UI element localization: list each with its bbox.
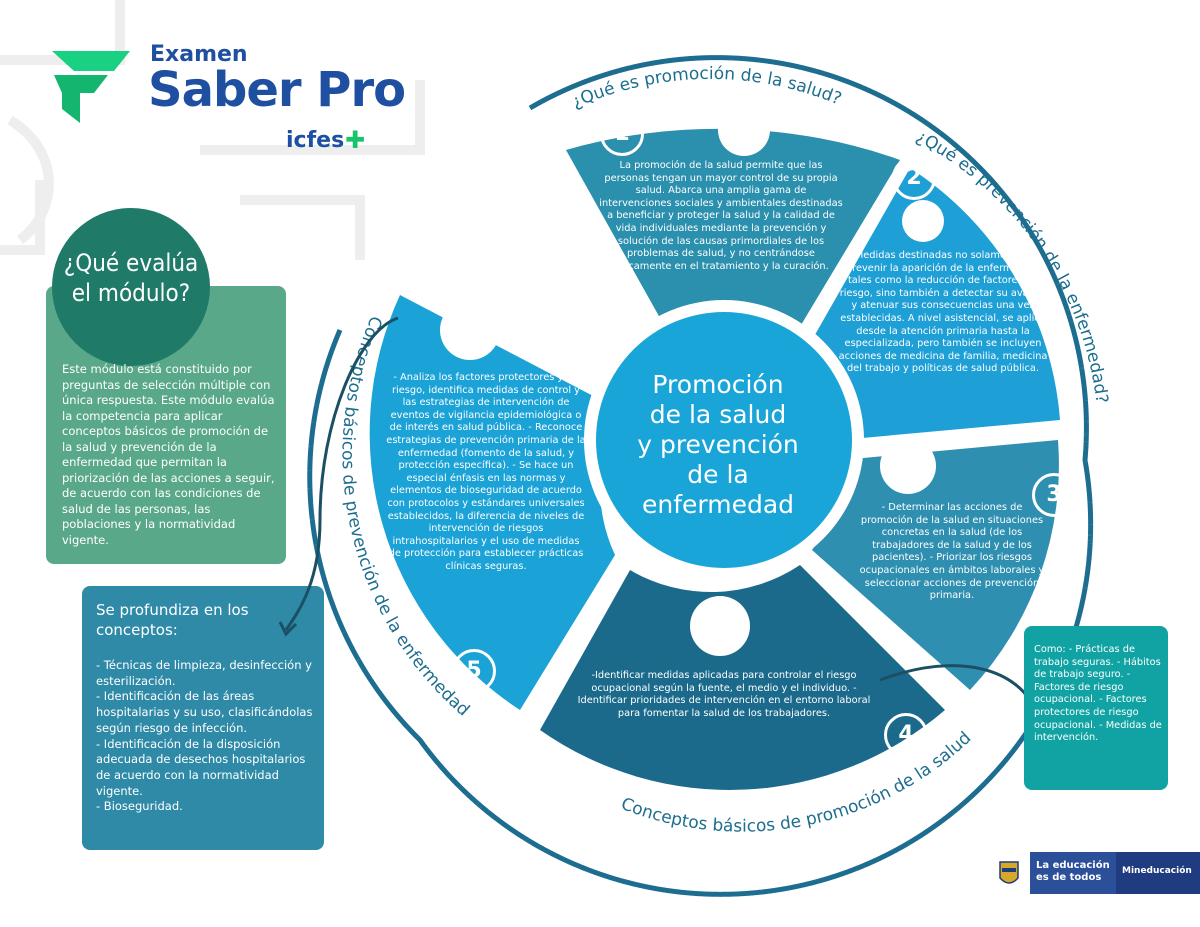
module-title: ¿Qué evalúa el módulo? xyxy=(60,248,202,308)
center-circle xyxy=(596,312,852,568)
segment-2-number: 2 xyxy=(892,156,936,200)
nurse-icon xyxy=(690,596,750,656)
footer-slogan: La educación es de todos xyxy=(1036,860,1110,883)
depth-concepts-title: Se profundiza en los conceptos: xyxy=(96,601,249,639)
center-title-line: de la enfermedad xyxy=(641,460,795,519)
colombia-seal-icon xyxy=(988,852,1030,894)
center-title-line: de la salud xyxy=(649,400,787,429)
segment-4-text: -Identificar medidas aplicadas para cont… xyxy=(577,670,871,719)
logo-icfes-text: icfes xyxy=(286,128,345,153)
list-item: - Bioseguridad. xyxy=(96,799,183,814)
logo-examen-text: Examen xyxy=(150,42,248,67)
segment-4 xyxy=(540,565,945,790)
segment-4-number: 4 xyxy=(884,713,928,757)
hand-washing-icon xyxy=(440,300,500,360)
footer-ministry: Mineducación xyxy=(1122,866,1192,876)
module-description: Este módulo está constituido por pregunt… xyxy=(62,362,275,547)
center-title-line: y prevención xyxy=(637,430,799,459)
occupational-callout xyxy=(1024,626,1168,790)
segment-5 xyxy=(369,295,620,710)
footer-slogan-box xyxy=(1030,852,1116,894)
list-item: - Identificación de la disposición adecu… xyxy=(96,736,306,798)
segment-2 xyxy=(812,168,1060,440)
hospital-bed-icon xyxy=(880,438,936,494)
segment-5-number: 5 xyxy=(452,649,496,693)
virus-icon xyxy=(902,200,944,242)
segment-1-number: 1 xyxy=(600,112,644,156)
saber-pro-logo-icon xyxy=(52,51,130,123)
module-title-badge xyxy=(52,208,210,366)
center-title-line: Promoción xyxy=(652,370,784,399)
module-title-line2: el módulo? xyxy=(71,279,191,307)
segment-2-text: Medidas destinadas no solamente a preven… xyxy=(838,250,1048,375)
segment-1 xyxy=(566,128,900,330)
occupational-callout-text: Como: - Prácticas de trabajo seguras. - … xyxy=(1034,644,1162,744)
outer-ring xyxy=(307,55,1094,897)
segment-3-text: - Determinar las acciones de promoción d… xyxy=(859,502,1045,602)
footer-ministry-box xyxy=(1116,852,1200,894)
module-title-line1: ¿Qué evalúa xyxy=(63,249,199,277)
segment-3-number: 3 xyxy=(1032,473,1076,517)
center-title: Promoción de la salud y prevención de la… xyxy=(608,370,828,520)
icfes-plus-icon: ✚ xyxy=(345,126,366,154)
depth-concepts-list: - Técnicas de limpieza, desinfección y e… xyxy=(96,658,316,815)
list-item: - Técnicas de limpieza, desinfección y e… xyxy=(96,658,312,688)
segment-1-text: La promoción de la salud permite que las… xyxy=(599,160,843,272)
depth-arrow xyxy=(284,316,399,631)
arrow-head-icon xyxy=(278,621,298,637)
logo-saber-pro-text: Saber Pro xyxy=(148,62,406,118)
caring-hands-icon xyxy=(718,104,770,156)
segment-3 xyxy=(812,440,1059,690)
list-item: - Identificación de las áreas hospitalar… xyxy=(96,689,313,735)
segment-5-text: - Analiza los factores protectores y de … xyxy=(386,372,586,572)
